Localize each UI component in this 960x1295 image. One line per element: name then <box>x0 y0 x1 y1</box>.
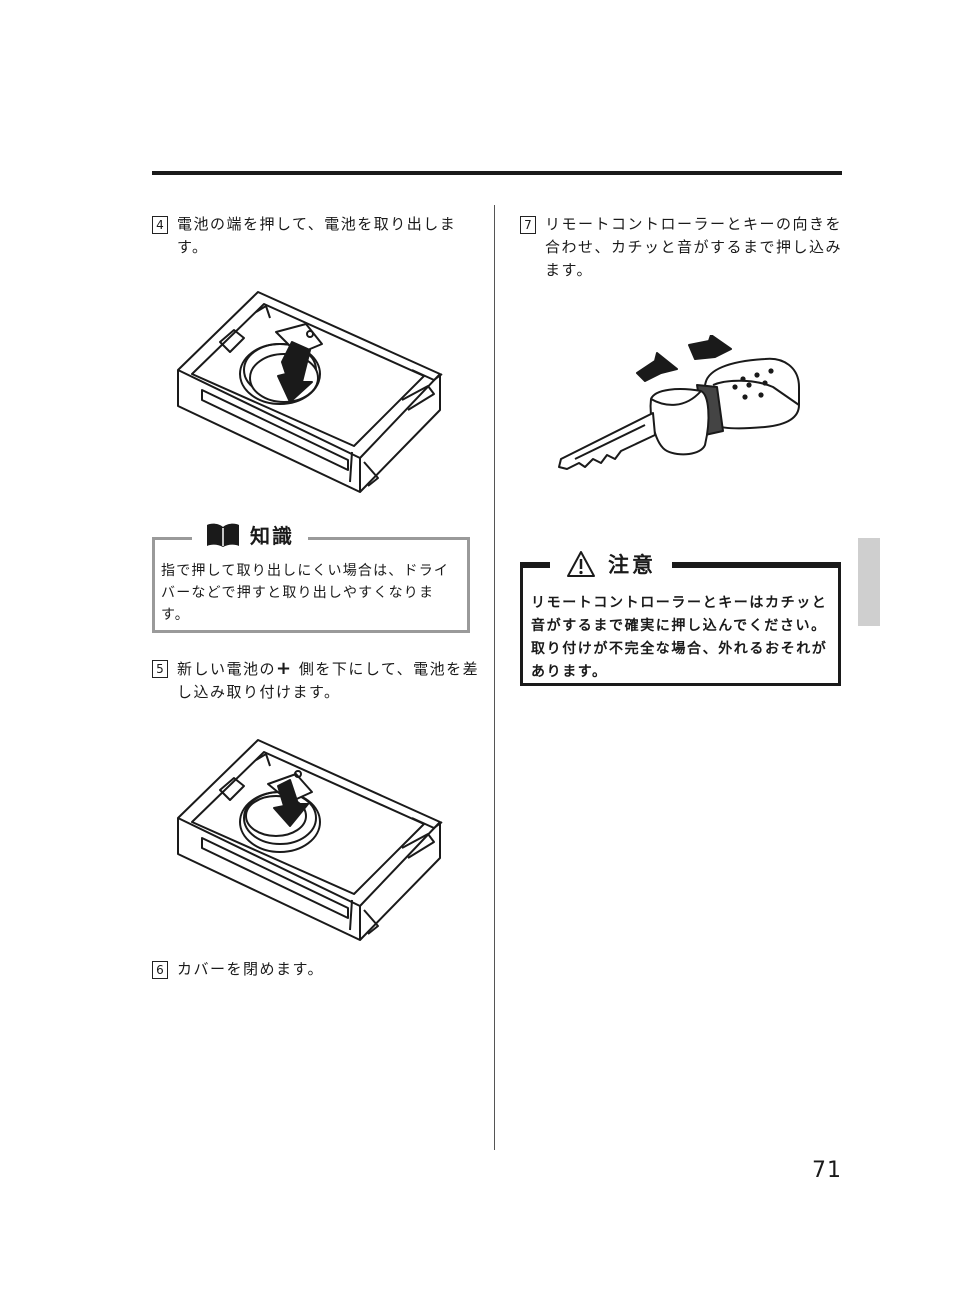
step-text-after: 側を下にして、電池を差 し込み取り付けます。 <box>177 660 480 701</box>
step-text: カバーを閉めます。 <box>177 960 325 978</box>
knowledge-title: 知識 <box>250 524 294 548</box>
caution-box <box>520 562 841 686</box>
step-7: 7 リモートコントローラーとキーの向きを 合わせ、カチッと音がするまで押し込み … <box>520 213 850 282</box>
step-number: 5 <box>152 660 168 678</box>
step-text: 新しい電池の+ 側を下にして、電池を差 し込み取り付けます。 <box>177 657 479 704</box>
top-rule <box>152 171 842 175</box>
step-number: 4 <box>152 216 168 234</box>
caution-text: リモートコントローラーとキーはカチッと 音がするまで確実に押し込んでください。 … <box>531 595 828 680</box>
step-5: 5 新しい電池の+ 側を下にして、電池を差 し込み取り付けます。 <box>152 657 482 704</box>
knowledge-note-box <box>152 537 470 633</box>
battery-insert-illustration <box>177 739 443 941</box>
knowledge-text: 指で押して取り出しにくい場合は、ドライ バーなどで押すと取り出しやすくなりま す… <box>161 563 450 623</box>
chapter-side-tab <box>858 538 880 626</box>
step-4: 4 電池の端を押して、電池を取り出しま す。 <box>152 213 482 259</box>
step-6: 6 カバーを閉めます。 <box>152 958 482 981</box>
book-icon <box>207 523 239 547</box>
step-number: 6 <box>152 961 168 979</box>
caution-top-bar <box>520 562 841 568</box>
step-text-before: 新しい電池の <box>177 660 277 678</box>
caution-title: 注意 <box>608 553 656 577</box>
step-text: 電池の端を押して、電池を取り出しま す。 <box>177 215 457 256</box>
knowledge-note-header: 知識 <box>192 520 308 549</box>
step-number: 7 <box>520 216 536 234</box>
column-divider <box>494 205 495 1150</box>
caution-header: 注意 <box>550 549 672 579</box>
step-text: リモートコントローラーとキーの向きを 合わせ、カチッと音がするまで押し込み ます… <box>545 215 843 279</box>
plus-symbol: + <box>276 658 293 679</box>
page-number: 71 <box>812 1158 842 1183</box>
warning-triangle-icon <box>567 551 595 577</box>
key-remote-illustration <box>558 335 800 470</box>
battery-removal-illustration <box>177 291 443 493</box>
